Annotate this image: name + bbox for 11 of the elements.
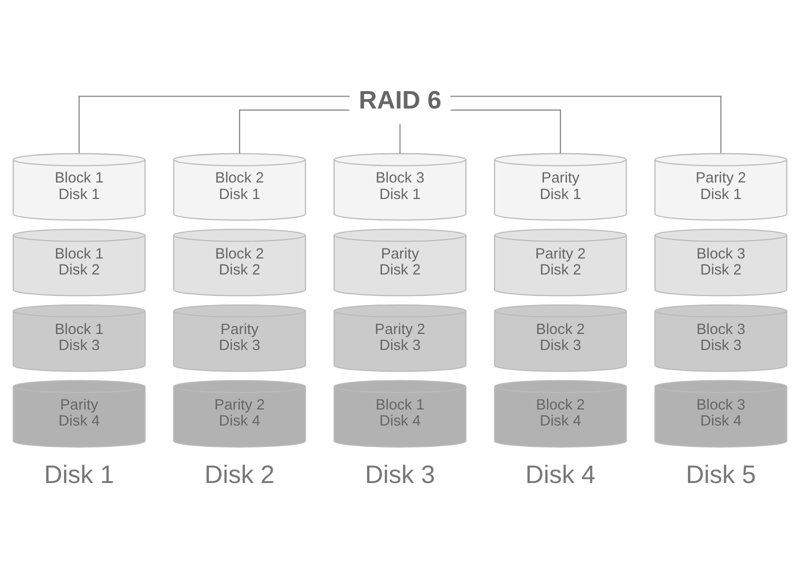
connector xyxy=(450,109,561,153)
connector xyxy=(399,123,401,153)
label: Disk 5 xyxy=(686,460,756,489)
connector xyxy=(450,95,722,153)
connector xyxy=(78,95,350,153)
label: Disk 4 xyxy=(525,460,596,489)
node-text: RAID 6 xyxy=(358,86,442,114)
label: Disk 1 xyxy=(44,460,114,489)
connector xyxy=(239,109,350,153)
label: Disk 3 xyxy=(364,460,436,489)
label: Disk 2 xyxy=(204,460,275,489)
